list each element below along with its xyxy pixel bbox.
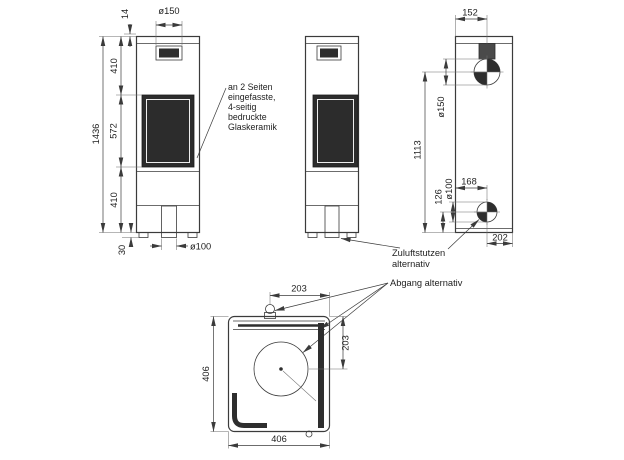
annotation-line-2: eingefasste, — [228, 92, 275, 102]
annotation-line-3: 4-seitig — [228, 102, 256, 112]
dim-text-flue-right: 203 — [291, 284, 307, 294]
stove-body-front — [135, 35, 201, 234]
stove-body-side — [304, 35, 360, 234]
bottom-air-stub — [324, 205, 340, 238]
top-view-dimensions: 203 203 406 406 — [201, 284, 351, 449]
inlet-circle-quadrant — [477, 212, 487, 222]
stove-body-rear — [454, 35, 514, 234]
dim-text-top-plate: 14 — [120, 9, 130, 19]
side-view — [304, 35, 360, 238]
annotation-leader-line — [196, 87, 227, 159]
dim-text-width: 406 — [271, 434, 287, 444]
front-dimensions: 14 ø150 1436 410 572 410 30 ø100 — [91, 6, 211, 255]
rear-view — [454, 35, 514, 234]
dim-text-inlet-height: 126 — [434, 189, 444, 205]
zuluft-label-line-1: Zuluftstutzen — [392, 248, 445, 258]
zuluft-label: Zuluftstutzen alternativ — [340, 219, 480, 269]
bottom-air-stub — [161, 205, 177, 238]
annotation-line-4: bedruckte — [228, 112, 267, 122]
rear-dimensions: 152 ø150 1113 126 ø100 168 202 — [413, 8, 513, 247]
abgang-label-text: Abgang alternativ — [390, 278, 463, 288]
top-flue-center-dot — [279, 367, 283, 371]
corner-glass-strip — [232, 393, 267, 428]
front-foot-right — [187, 232, 198, 238]
zuluft-leader-rear — [447, 219, 480, 250]
abgang-leader-stub — [274, 282, 389, 311]
annotation-line-1: an 2 Seiten — [228, 82, 273, 92]
flue-collar-front — [155, 45, 183, 61]
zuluft-leader-bottom — [340, 237, 401, 249]
dim-text-total-height: 1436 — [91, 124, 101, 145]
top-view — [227, 304, 331, 438]
stove-body-top — [227, 315, 331, 433]
flue-circle-quadrant — [487, 59, 500, 72]
dim-text-depth: 406 — [201, 366, 211, 382]
front-view — [135, 35, 201, 238]
zuluft-label-line-2: alternativ — [392, 259, 430, 269]
flue-collar-vent — [159, 48, 179, 58]
glass-side-panel — [312, 94, 359, 168]
dim-text-glass: 572 — [109, 123, 119, 139]
side-foot-left — [307, 232, 318, 238]
abgang-leader-top-outlet — [302, 282, 389, 353]
rear-stub-neck — [264, 312, 276, 319]
dim-text-flue-offset: 152 — [462, 8, 478, 18]
glass-annotation: an 2 Seiten eingefasste, 4-seitig bedruc… — [196, 82, 277, 159]
dim-text-flue-depth: 203 — [341, 335, 351, 351]
flue-diagonal-line — [282, 370, 317, 402]
dim-text-upper: 410 — [109, 58, 119, 74]
flue-circle-quadrant — [474, 72, 487, 85]
flue-collar-vent — [320, 48, 338, 58]
side-glass-strip — [318, 323, 324, 428]
dim-text-bottom-dia: ø100 — [190, 242, 211, 252]
dim-text-plinth: 30 — [117, 245, 127, 255]
dim-text-flue-height: 1113 — [413, 140, 423, 159]
glass-inner-frame — [317, 99, 354, 163]
dim-text-flue-dia: ø150 — [436, 96, 446, 117]
abgang-label: Abgang alternativ — [274, 278, 463, 353]
glass-inner-frame — [146, 99, 190, 163]
side-foot-right — [346, 232, 357, 238]
dim-text-right-offset: 202 — [492, 233, 508, 243]
bottom-detail-circle — [305, 430, 313, 438]
flue-collar-side — [316, 45, 342, 61]
inlet-circle-quadrant — [487, 202, 497, 212]
glass-window — [141, 94, 195, 168]
annotation-line-5: Glaskeramik — [228, 122, 277, 132]
dim-text-flue-dia: ø150 — [158, 6, 179, 16]
dim-text-lower: 410 — [109, 192, 119, 208]
top-flue-circle — [253, 341, 309, 397]
front-foot-left — [138, 232, 149, 238]
dim-text-inlet-x: 168 — [461, 177, 477, 187]
abgang-leader-rear-panel — [319, 282, 389, 330]
dim-text-inlet-dia: ø100 — [444, 178, 454, 199]
